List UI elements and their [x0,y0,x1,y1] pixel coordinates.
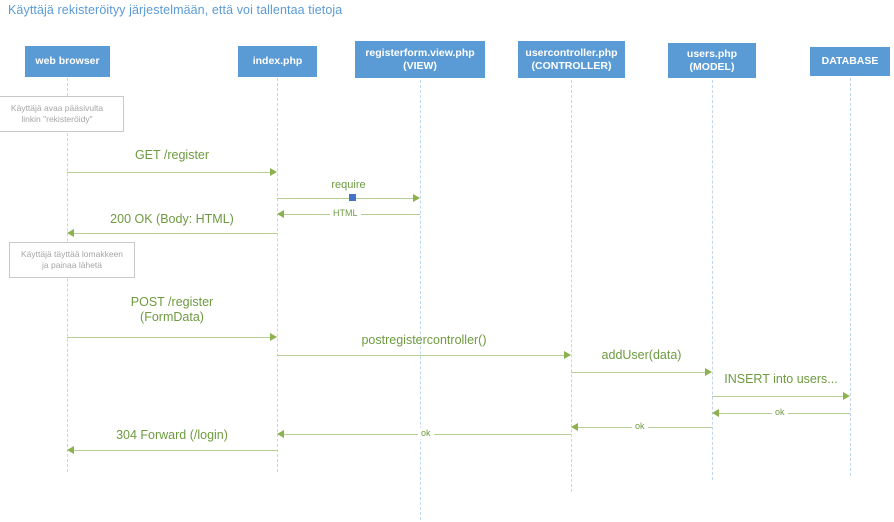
message-label-postregistercontroller: postregistercontroller() [277,333,571,348]
message-line-200-ok [74,233,277,234]
participant-sublabel: (VIEW) [403,59,437,72]
message-label-post-register: POST /register (FormData) [67,295,277,325]
arrowhead-left [277,210,284,218]
selection-handle[interactable] [349,194,356,201]
message-text-line2: (FormData) [140,310,204,324]
message-label-html: HTML [330,208,361,219]
note-line-1: Käyttäjä täyttää lomakkeen [20,249,124,259]
message-label-ok-db-to-model: ok [772,407,788,418]
participant-label: DATABASE [821,55,879,68]
participant-usercontroller-php[interactable]: usercontroller.php (CONTROLLER) [518,41,625,78]
participant-web-browser[interactable]: web browser [25,46,110,77]
message-text: require [331,179,366,191]
participant-sublabel: (MODEL) [689,60,735,73]
message-label-require: require [277,179,420,192]
message-text: GET /register [134,148,210,162]
message-label-200-ok: 200 OK (Body: HTML) [67,212,277,227]
diagram-title: Käyttäjä rekisteröityy järjestelmään, et… [8,3,343,17]
arrowhead-left [67,446,74,454]
message-label-adduser: addUser(data) [571,348,712,363]
message-line-postregistercontroller [277,355,564,356]
message-text: ok [775,407,785,417]
participant-database[interactable]: DATABASE [810,47,890,76]
participant-label: web browser [35,55,100,68]
message-line-get-register [67,172,270,173]
arrowhead-left [67,229,74,237]
participant-registerform-view-php[interactable]: registerform.view.php (VIEW) [355,41,485,78]
lifeline-view [420,80,421,520]
message-label-get-register: GET /register [67,148,277,163]
message-text: addUser(data) [601,348,682,362]
message-text: postregistercontroller() [361,333,487,347]
message-text: ok [635,421,645,431]
message-line-insert-into-users [712,396,843,397]
note-user-opens-register-link[interactable]: Käyttäjä avaa pääsivulta linkin "rekiste… [0,96,124,132]
lifeline-model [712,80,713,480]
participant-label: users.php [686,48,738,60]
lifeline-database [850,78,851,476]
arrowhead-right [564,351,571,359]
message-text: 304 Forward (/login) [116,428,228,442]
participant-index-php[interactable]: index.php [238,46,317,77]
message-label-ok-model-to-controller: ok [632,421,648,432]
message-text: ok [421,428,431,438]
arrowhead-left [712,409,719,417]
participant-label: registerform.view.php [365,47,475,59]
lifeline-controller [571,80,572,492]
message-text: POST /register [130,295,214,309]
arrowhead-left [277,430,284,438]
message-label-ok-controller-to-index: ok [418,428,434,439]
message-line-adduser [571,372,705,373]
message-label-insert-into-users: INSERT into users... [712,372,850,387]
arrowhead-right [413,194,420,202]
arrowhead-right [705,368,712,376]
message-line-304-forward [74,450,277,451]
arrowhead-right [843,392,850,400]
participant-sublabel: (CONTROLLER) [531,59,612,72]
message-label-304-forward: 304 Forward (/login) [67,428,277,443]
arrowhead-left [571,423,578,431]
lifeline-index [277,78,278,472]
note-line-1: Käyttäjä avaa pääsivulta [10,103,104,113]
message-text: 200 OK (Body: HTML) [110,212,234,226]
message-text: INSERT into users... [724,372,838,386]
arrowhead-right [270,333,277,341]
participant-label: usercontroller.php [525,47,618,59]
message-line-require [277,198,413,199]
note-user-fills-form[interactable]: Käyttäjä täyttää lomakkeen ja painaa läh… [9,242,135,278]
note-line-2: ja painaa lähetä [41,260,103,270]
arrowhead-right [270,168,277,176]
message-line-post-register [67,337,270,338]
participant-label: index.php [252,55,303,68]
participant-users-php[interactable]: users.php (MODEL) [668,43,756,78]
note-line-2: linkin "rekisteröidy" [21,114,93,124]
message-text: HTML [333,208,358,218]
